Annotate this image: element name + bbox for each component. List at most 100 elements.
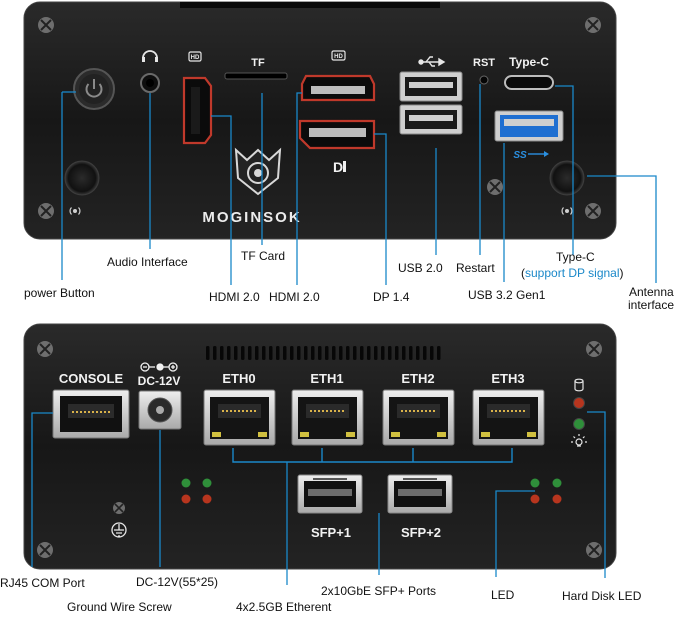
sfp-port-2[interactable] (387, 474, 453, 514)
top-vent (180, 2, 440, 8)
typec-paren-open: ( (521, 266, 525, 280)
vent-slot (234, 346, 238, 360)
eth3-port[interactable] (472, 389, 545, 446)
screw (586, 542, 602, 558)
callout-audio-interface: Audio Interface (107, 255, 188, 269)
callout-dc-spec: DC-12V(55*25) (136, 575, 219, 589)
vent-slot (332, 346, 336, 360)
reset-button[interactable] (479, 75, 489, 85)
svg-text:HD: HD (191, 55, 200, 61)
vent-slot (360, 346, 364, 360)
usb2-port[interactable] (399, 71, 463, 102)
screw (38, 203, 54, 219)
callout-tf-card: TF Card (241, 249, 286, 263)
svg-text:SS: SS (513, 150, 527, 161)
eth2-port[interactable] (382, 389, 455, 446)
rubber-foot (64, 160, 100, 196)
screw (37, 542, 53, 558)
screw (38, 17, 54, 33)
console-rj45-port[interactable] (52, 389, 130, 439)
screw (37, 341, 53, 357)
power-led (573, 418, 585, 430)
bottom-callout-lines (31, 411, 606, 585)
displayport-icon: D (333, 159, 346, 175)
vent-slot (353, 346, 357, 360)
vent-slot (227, 346, 231, 360)
svg-text:D: D (333, 159, 343, 175)
ethernet-bus-lines (232, 448, 513, 463)
ground-icon (111, 522, 127, 538)
hdmi-port-horizontal[interactable] (300, 74, 376, 102)
vent-slot (248, 346, 252, 360)
eth0-port[interactable] (203, 389, 276, 446)
sfp-port-1[interactable] (297, 474, 363, 514)
vent-slot (416, 346, 420, 360)
typec-paren-close: ) (619, 266, 624, 280)
callout-restart: Restart (456, 261, 495, 275)
callout-usb3: USB 3.2 Gen1 (468, 288, 546, 302)
brand-name: MOGINSOK (202, 209, 301, 226)
vent-slot (297, 346, 301, 360)
vent-slot (262, 346, 266, 360)
eth0-label: ETH0 (222, 371, 255, 386)
dc-label: DC-12V (138, 374, 181, 388)
power-icon (85, 79, 103, 98)
vent-slot (283, 346, 287, 360)
vent-slot (346, 346, 350, 360)
callout-hdmi-b: HDMI 2.0 (269, 290, 320, 304)
usb3-port[interactable] (494, 110, 564, 142)
vent-slot (213, 346, 217, 360)
tf-label: TF (251, 57, 265, 69)
vent-slot (437, 346, 441, 360)
led-cluster-right (530, 478, 562, 504)
tf-card-slot[interactable] (224, 72, 288, 80)
callout-hdmi-a: HDMI 2.0 (209, 290, 260, 304)
vent-slot (220, 346, 224, 360)
bottom-vent (206, 346, 441, 360)
vent-slot (311, 346, 315, 360)
callout-typec-title: Type-C (556, 250, 595, 264)
headphone-icon (142, 50, 158, 62)
wifi-icon (561, 207, 573, 215)
screw (585, 203, 601, 219)
hdmi-port-vertical[interactable] (182, 76, 213, 145)
dc-power-jack[interactable] (138, 390, 182, 430)
vent-slot (241, 346, 245, 360)
console-label: CONSOLE (59, 371, 124, 386)
vent-slot (381, 346, 385, 360)
eth2-label: ETH2 (401, 371, 434, 386)
screw (586, 341, 602, 357)
usb-icon (418, 56, 446, 67)
brand-logo (234, 147, 282, 196)
screw (487, 179, 503, 195)
displayport-port[interactable] (298, 119, 376, 150)
audio-jack[interactable] (140, 73, 160, 93)
power-button[interactable] (73, 68, 115, 110)
wifi-icon (69, 207, 81, 215)
vent-slot (318, 346, 322, 360)
top-callout-lines (61, 84, 657, 285)
usb2-port[interactable] (399, 104, 463, 135)
vent-slot (206, 346, 210, 360)
callout-power-button: power Button (24, 286, 95, 300)
eth1-label: ETH1 (310, 371, 343, 386)
vent-slot (304, 346, 308, 360)
callout-typec-note: (support DP signal) (521, 267, 624, 279)
vent-slot (402, 346, 406, 360)
callout-antenna-1: Antenna (629, 285, 674, 299)
vent-slot (395, 346, 399, 360)
hdd-led (573, 397, 585, 409)
typec-port[interactable] (504, 75, 554, 90)
sfp2-label: SFP+2 (401, 525, 441, 540)
vent-slot (276, 346, 280, 360)
eth1-port[interactable] (291, 389, 364, 446)
vent-slot (367, 346, 371, 360)
callout-ground-screw: Ground Wire Screw (67, 600, 172, 614)
rst-label: RST (473, 57, 495, 69)
dc-polarity-icon (140, 362, 178, 372)
callout-usb2: USB 2.0 (398, 261, 443, 275)
callout-ethernet: 4x2.5GB Etherent (236, 600, 332, 614)
callout-antenna-2: interface (628, 298, 675, 312)
usb3-ss-icon: SS (513, 150, 549, 161)
